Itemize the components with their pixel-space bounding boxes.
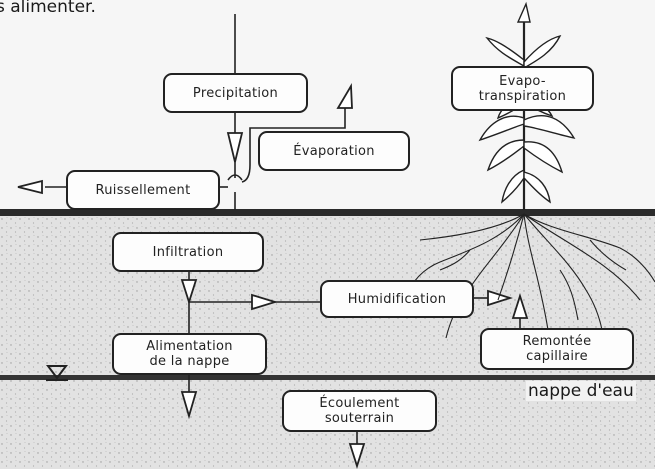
remontee-label-line2: capillaire [526, 349, 588, 364]
arrow-up-icon [518, 4, 530, 22]
humidification-label: Humidification [348, 292, 447, 307]
ground-surface [0, 209, 655, 216]
arrow-left-icon [18, 181, 42, 193]
alimentation-label-line1: Alimentation [146, 339, 233, 354]
alimentation-box: Alimentation de la nappe [112, 333, 267, 375]
evaporation-box: Évaporation [258, 131, 410, 171]
water-table-line [0, 375, 655, 380]
evapotranspiration-label-line2: transpiration [479, 89, 566, 104]
precipitation-box: Precipitation [163, 73, 308, 113]
precipitation-label: Precipitation [193, 86, 278, 101]
arrow-up-icon [338, 86, 352, 108]
evapotranspiration-box: Evapo- transpiration [451, 66, 594, 111]
ruissellement-label: Ruissellement [96, 183, 191, 198]
ecoulement-label-line2: souterrain [325, 411, 394, 426]
infiltration-box: Infiltration [112, 232, 264, 272]
alimentation-label-line2: de la nappe [149, 354, 229, 369]
infiltration-label: Infiltration [153, 245, 224, 260]
top-caption: s alimenter. [0, 0, 96, 17]
evaporation-label: Évaporation [293, 144, 375, 159]
water-table-label: nappe d'eau [526, 381, 636, 401]
evapotranspiration-label-line1: Evapo- [499, 74, 546, 89]
remontee-label-line1: Remontée [523, 334, 592, 349]
ecoulement-label-line1: Écoulement [319, 396, 399, 411]
arrow-down-icon [228, 133, 242, 162]
humidification-box: Humidification [320, 280, 474, 318]
ecoulement-box: Écoulement souterrain [282, 390, 437, 432]
remontee-box: Remontée capillaire [480, 328, 634, 370]
ruissellement-box: Ruissellement [66, 170, 220, 210]
